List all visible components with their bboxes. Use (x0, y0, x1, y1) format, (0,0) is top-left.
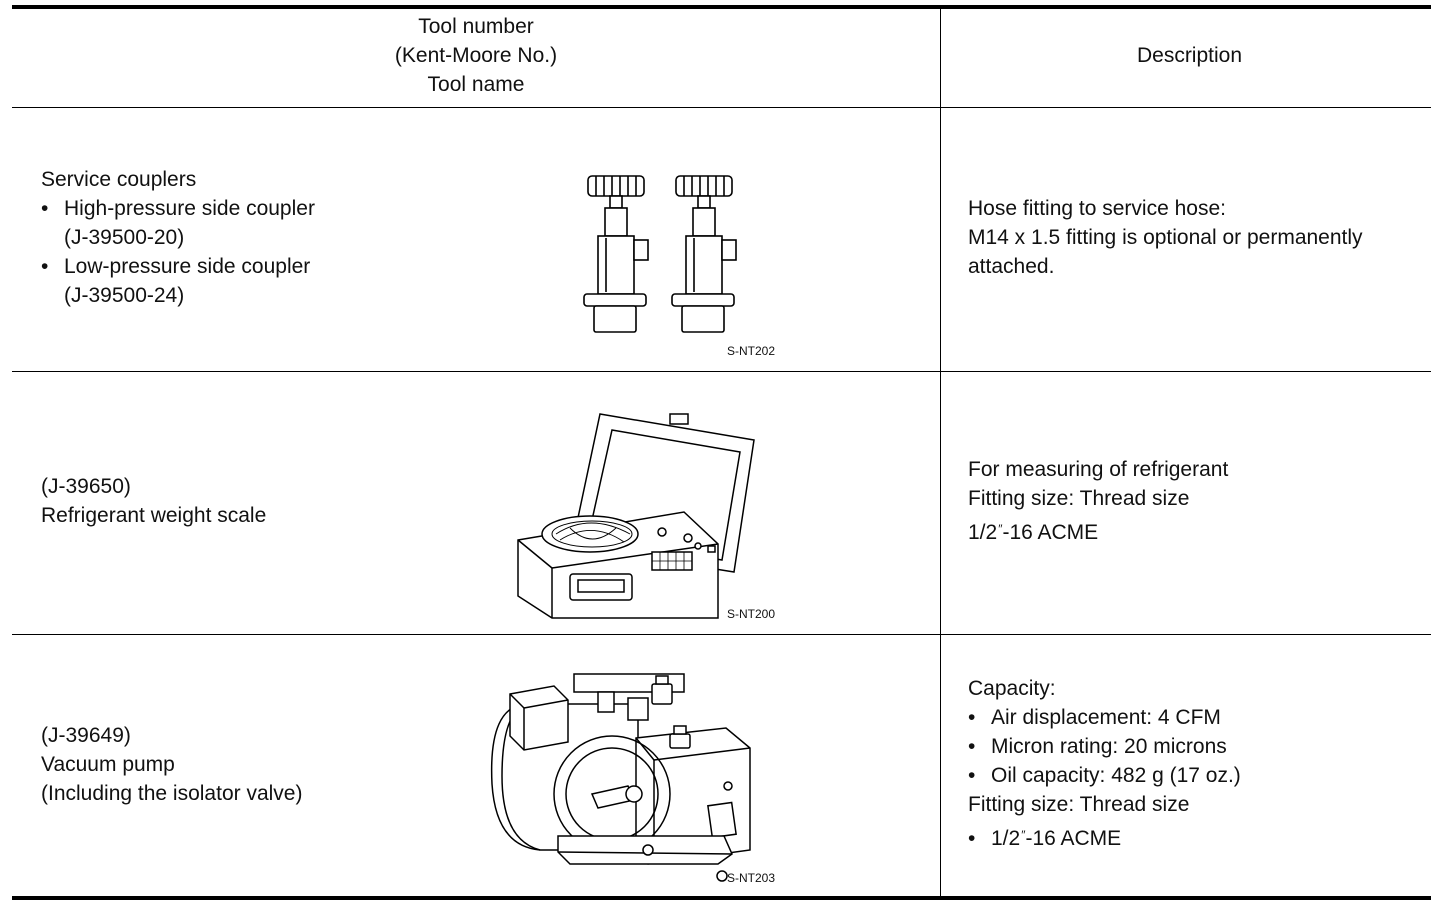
description-column-header: Description (1136, 44, 1243, 67)
row2-tool-name: Refrigerant weight scale (41, 504, 267, 527)
row3-bullet-1: • Air displacement: 4 CFM (968, 703, 1241, 732)
row2-tool-text: (J-39650) Refrigerant weight scale (41, 472, 266, 530)
row3-thread-prefix: 1/2 (991, 827, 1021, 850)
row3-description: Capacity: • Air displacement: 4 CFM • Mi… (968, 674, 1241, 853)
tool-header-line-1: Tool number (418, 15, 534, 38)
row3-inch-mark: ″ (1021, 828, 1026, 842)
bullet-dot: • (41, 197, 49, 220)
table-bottom-rule (12, 896, 1431, 900)
row1-bullet-1: • High-pressure side coupler (41, 194, 315, 223)
row1-bullet-1-number: (J-39500-20) (64, 226, 185, 249)
row3-tool-name: Vacuum pump (41, 753, 175, 776)
row3-thread-suffix: -16 ACME (1025, 827, 1122, 850)
header-divider (12, 107, 1431, 108)
row2-thread-prefix: 1/2 (968, 521, 998, 544)
row1-desc-line-3: attached. (968, 255, 1055, 278)
column-divider (940, 8, 941, 896)
row1-bullet-2: • Low-pressure side coupler (41, 252, 315, 281)
row2-description: For measuring of refrigerant Fitting siz… (968, 455, 1228, 547)
row2-thread-suffix: -16 ACME (1002, 521, 1099, 544)
row3-thread-size: • 1/2″-16 ACME (968, 824, 1241, 853)
tool-column-header: Tool number (Kent-Moore No.) Tool name (12, 12, 940, 99)
row-divider-2 (12, 634, 1431, 635)
row3-figure-code: S-NT203 (727, 871, 776, 885)
row2-thread-size: 1/2″-16 ACME (968, 518, 1228, 547)
bullet-dot: • (968, 735, 976, 758)
row1-tool-text: Service couplers • High-pressure side co… (41, 165, 315, 310)
row2-desc-line-2: Fitting size: Thread size (968, 487, 1190, 510)
row1-desc-line-1: Hose fitting to service hose: (968, 197, 1226, 220)
row1-bullet-2-label: Low-pressure side coupler (64, 255, 311, 278)
row1-figure-code: S-NT202 (727, 344, 776, 358)
row1-bullet-1-label: High-pressure side coupler (64, 197, 315, 220)
row3-bullet-2-text: Micron rating: 20 microns (991, 735, 1227, 758)
bullet-dot: • (968, 764, 976, 787)
row-divider-1 (12, 371, 1431, 372)
row3-fitting-size: Fitting size: Thread size (968, 793, 1190, 816)
weight-scale-illustration (517, 413, 755, 619)
row3-tool-number: (J-39649) (41, 724, 131, 747)
row2-tool-number: (J-39650) (41, 475, 131, 498)
table-top-rule (12, 5, 1431, 9)
row1-desc-line-2: M14 x 1.5 fitting is optional or permane… (968, 226, 1363, 249)
row2-inch-mark: ″ (998, 522, 1003, 536)
row3-bullet-3-text: Oil capacity: 482 g (17 oz.) (991, 764, 1241, 787)
bullet-dot: • (968, 827, 976, 850)
row1-description: Hose fitting to service hose: M14 x 1.5 … (968, 194, 1363, 281)
tool-header-line-2: (Kent-Moore No.) (394, 44, 558, 67)
row1-tool-name: Service couplers (41, 168, 197, 191)
row3-capacity-title: Capacity: (968, 677, 1056, 700)
vacuum-pump-illustration (490, 673, 751, 882)
row3-bullet-2: • Micron rating: 20 microns (968, 732, 1241, 761)
bullet-dot: • (968, 706, 976, 729)
bullet-dot: • (41, 255, 49, 278)
row3-tool-note: (Including the isolator valve) (41, 782, 303, 805)
row2-desc-line-1: For measuring of refrigerant (968, 458, 1229, 481)
row3-tool-text: (J-39649) Vacuum pump (Including the iso… (41, 721, 302, 808)
row3-bullet-3: • Oil capacity: 482 g (17 oz.) (968, 761, 1241, 790)
row1-bullet-2-number: (J-39500-24) (64, 284, 185, 307)
row3-bullet-1-text: Air displacement: 4 CFM (991, 706, 1221, 729)
row2-figure-code: S-NT200 (727, 607, 776, 621)
service-couplers-illustration (583, 175, 737, 333)
tool-header-line-3: Tool name (427, 73, 525, 96)
